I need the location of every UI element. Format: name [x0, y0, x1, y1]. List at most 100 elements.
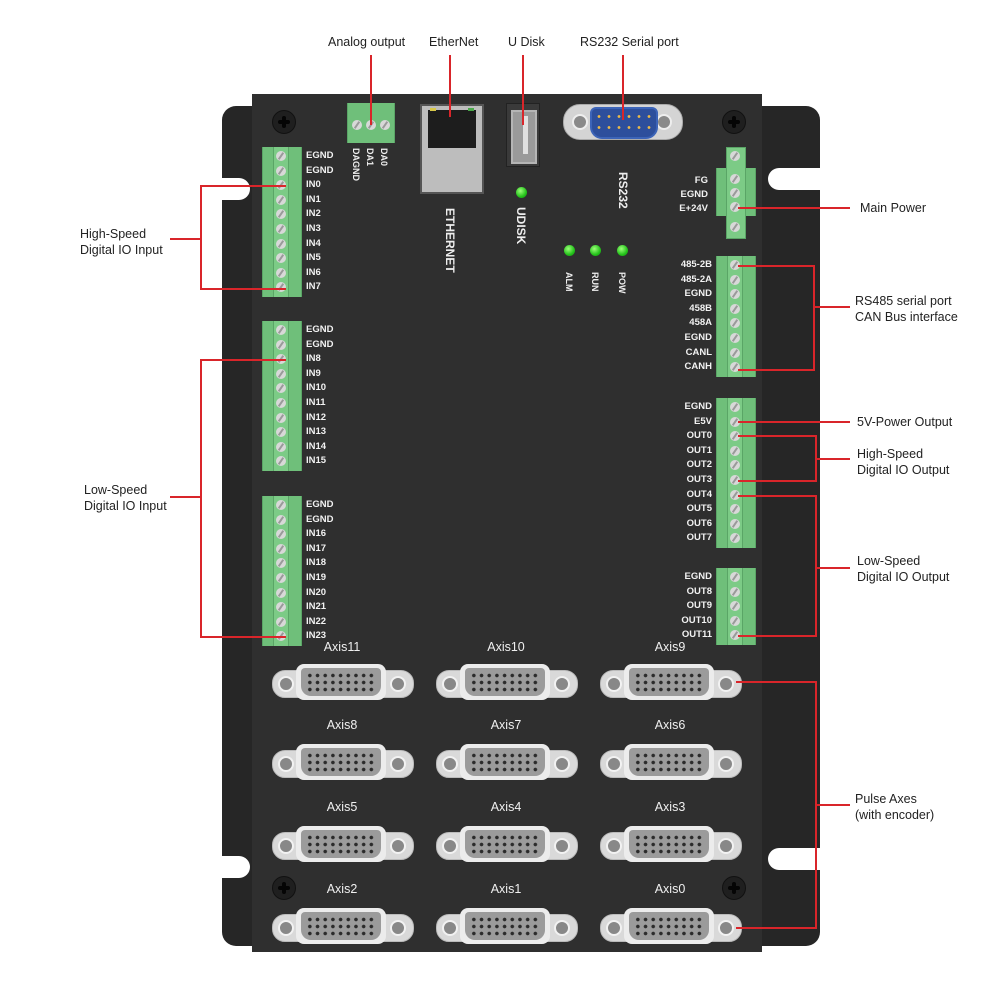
- leader-line: [815, 567, 850, 569]
- terminal-pin-label: EGND: [684, 401, 712, 412]
- terminal-pin: [276, 383, 286, 394]
- leader-line: [738, 207, 850, 209]
- terminal-pin: [380, 120, 390, 130]
- screw-icon: [722, 876, 746, 900]
- leader-line: [200, 185, 202, 290]
- terminal-pin: [730, 533, 740, 544]
- terminal-pin-label: 485-2B: [680, 259, 712, 270]
- power-pin-label: EGND: [680, 189, 708, 200]
- connector-screw-hole: [442, 920, 458, 936]
- connector-pins: [470, 672, 540, 694]
- callout-rs485-line1: RS485 serial port: [855, 294, 952, 308]
- terminal-pin-label: IN21: [306, 601, 327, 613]
- terminal-pin: [730, 402, 740, 412]
- leader-line: [738, 265, 814, 267]
- terminal-pin-label: CANL: [685, 346, 712, 358]
- terminal-pin-label: IN22: [306, 615, 327, 627]
- ethernet-led-icon: [430, 108, 436, 111]
- screw-icon: [272, 876, 296, 900]
- callout-hs-input-line2: Digital IO Input: [80, 243, 163, 257]
- terminal-pin-label: IN8: [306, 353, 321, 365]
- analog-pin-label: DA1: [365, 148, 375, 167]
- screw-icon: [272, 110, 296, 134]
- terminal-pin: [276, 602, 286, 613]
- leader-line: [815, 495, 817, 637]
- terminal-pin-label: IN14: [306, 440, 327, 452]
- connector-screw-hole: [606, 920, 622, 936]
- connector-screw-hole: [718, 920, 734, 936]
- run-led-icon: [590, 245, 601, 256]
- connector-pins: [470, 752, 540, 774]
- terminal-pin-label: IN19: [306, 572, 327, 583]
- rs232-screw-hole: [572, 114, 588, 130]
- terminal-pin-label: IN2: [306, 208, 321, 220]
- terminal-pin: [730, 347, 740, 358]
- connector-pins: [306, 916, 376, 938]
- terminal-pin-label: EGND: [306, 150, 334, 161]
- connector-screw-hole: [390, 756, 406, 772]
- terminal-pin-label: OUT0: [686, 430, 712, 442]
- terminal-pin: [276, 412, 286, 423]
- terminal-pin: [276, 573, 286, 583]
- terminal-pin-label: EGND: [684, 288, 712, 300]
- terminal-pin: [730, 188, 740, 198]
- ethernet-led-icon: [468, 108, 474, 111]
- leader-line: [200, 185, 286, 187]
- terminal-pin: [730, 260, 740, 270]
- terminal-pin-label: E5V: [694, 415, 712, 427]
- terminal-pin-label: IN12: [306, 411, 327, 423]
- terminal-pin: [730, 431, 740, 442]
- connector-screw-hole: [554, 838, 570, 854]
- terminal-pin: [276, 282, 286, 293]
- ethernet-port: [420, 104, 484, 194]
- connector-pins: [470, 834, 540, 856]
- udisk-board-label: UDISK: [514, 207, 528, 245]
- screw-icon: [722, 110, 746, 134]
- terminal-pin-label: EGND: [684, 332, 712, 343]
- rs232-screw-hole: [656, 114, 672, 130]
- leader-line: [736, 681, 816, 683]
- led-label-pow: POW: [617, 272, 627, 294]
- terminal-pin: [730, 303, 740, 314]
- callout-5v-power: 5V-Power Output: [857, 415, 953, 429]
- axis-label: Axis2: [326, 882, 358, 896]
- callout-ethernet: EtherNet: [429, 35, 479, 49]
- callout-ls-output-line1: Low-Speed: [857, 554, 921, 568]
- axis-label: Axis11: [323, 640, 361, 654]
- connector-pins: [634, 752, 704, 774]
- axis-db26-connector: [600, 664, 742, 702]
- terminal-pin-label: IN10: [306, 382, 327, 394]
- analog-pin-label: DAGND: [351, 148, 361, 181]
- leader-line: [200, 359, 286, 361]
- axis-label: Axis0: [654, 882, 686, 896]
- connector-screw-hole: [554, 676, 570, 692]
- terminal-pin: [276, 165, 286, 176]
- leader-line: [522, 55, 524, 125]
- leader-line: [738, 421, 850, 423]
- callout-ls-input-line2: Digital IO Input: [84, 499, 167, 513]
- axis-db26-connector: [436, 664, 578, 702]
- connector-screw-hole: [278, 920, 294, 936]
- terminal-block-column: [727, 256, 743, 377]
- connector-pins: [470, 916, 540, 938]
- terminal-pin-label: EGND: [306, 513, 334, 525]
- callout-udisk: U Disk: [508, 35, 545, 49]
- terminal-pin: [730, 489, 740, 500]
- connector-screw-hole: [606, 676, 622, 692]
- terminal-pin: [276, 368, 286, 379]
- connector-pins: [306, 752, 376, 774]
- axis-db26-connector: [436, 826, 578, 864]
- mounting-slot: [768, 168, 822, 190]
- leader-line: [200, 288, 286, 290]
- axis-db26-connector: [436, 908, 578, 946]
- axis-label: Axis10: [487, 640, 525, 654]
- controller-board: [252, 94, 762, 952]
- terminal-pin-label: IN11: [306, 397, 326, 408]
- terminal-pin: [730, 416, 740, 427]
- terminal-pin: [730, 151, 740, 161]
- connector-screw-hole: [718, 756, 734, 772]
- terminal-pin-label: IN0: [306, 179, 321, 191]
- terminal-pin-label: IN5: [306, 252, 321, 264]
- terminal-pin-label: OUT4: [686, 488, 712, 500]
- leader-line: [738, 495, 816, 497]
